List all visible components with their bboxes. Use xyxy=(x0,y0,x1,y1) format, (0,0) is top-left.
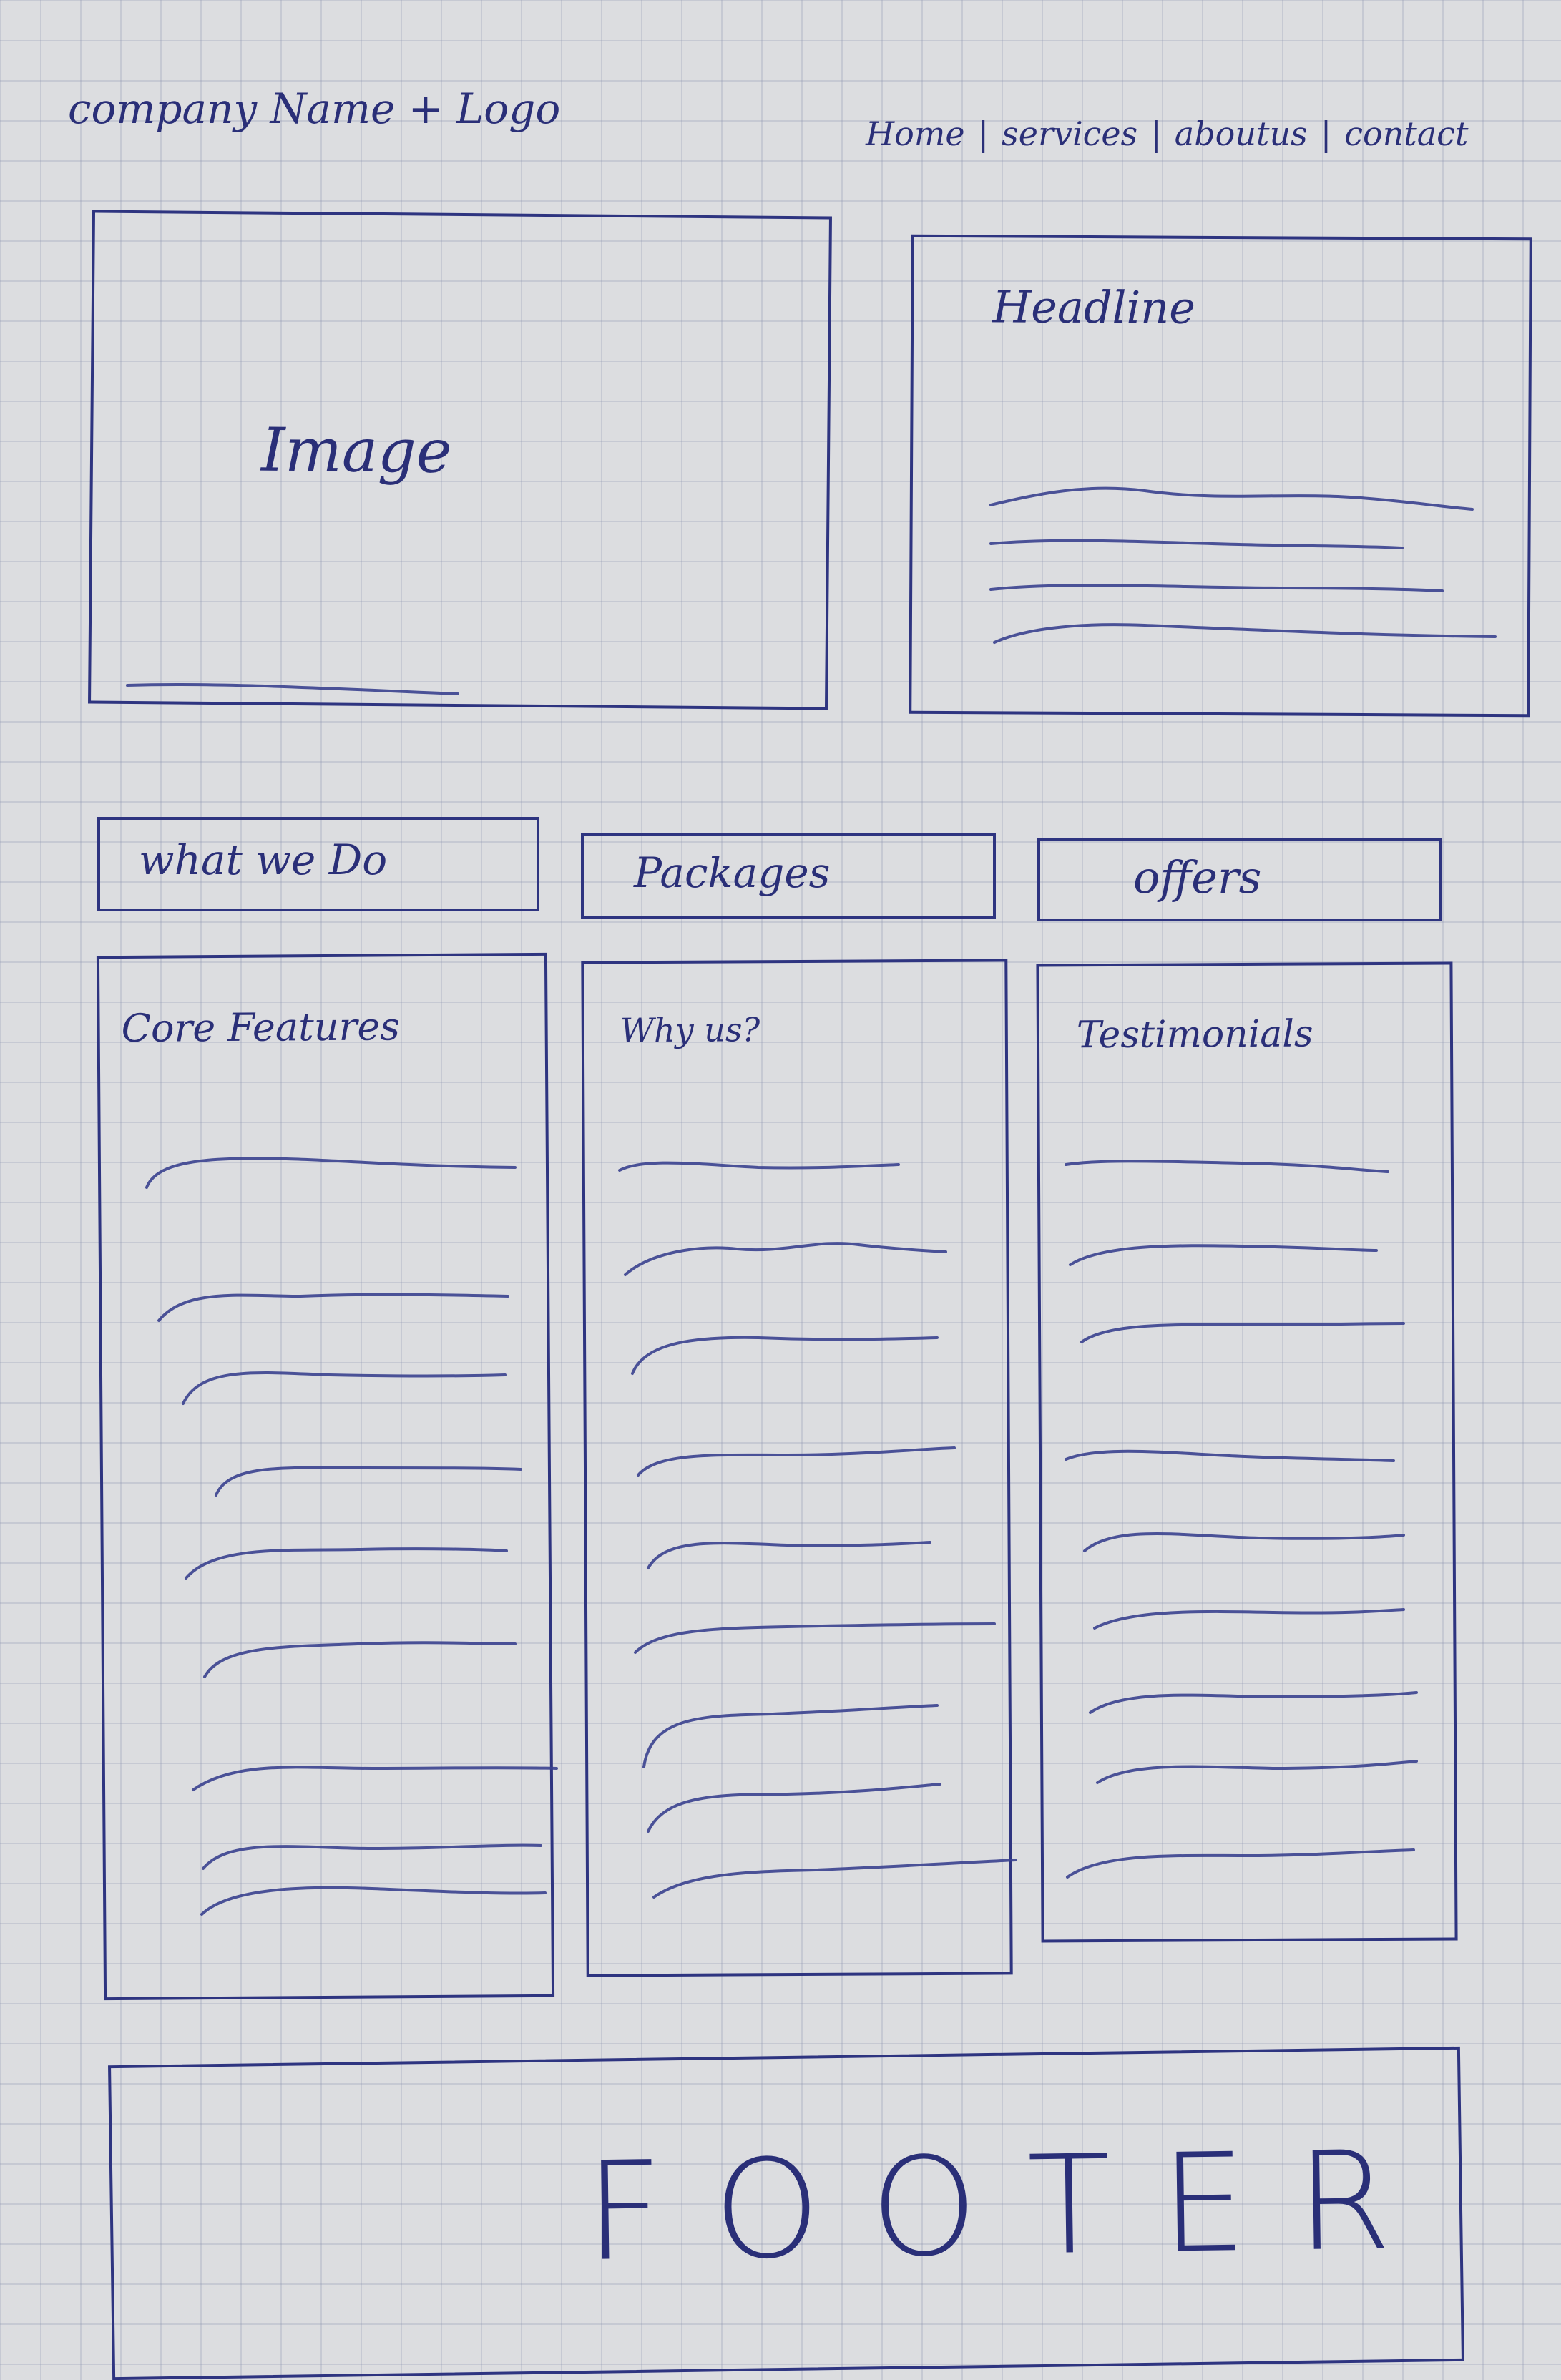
main-nav: Home | services | aboutus | contact xyxy=(866,114,1468,153)
nav-about-us[interactable]: aboutus xyxy=(1174,114,1308,153)
brand-logo-text[interactable]: company Name + Logo xyxy=(68,84,561,133)
tab-label: offers xyxy=(1133,851,1262,903)
nav-contact[interactable]: contact xyxy=(1344,114,1469,153)
column-title: Why us? xyxy=(620,1010,760,1050)
tab-label: what we Do xyxy=(139,836,388,884)
nav-separator: | xyxy=(1150,114,1162,153)
nav-home[interactable]: Home xyxy=(866,114,965,153)
tab-packages[interactable]: Packages xyxy=(581,833,996,919)
core-features-column: Core Features xyxy=(96,952,555,2001)
nav-separator: | xyxy=(977,114,989,153)
nav-separator: | xyxy=(1320,114,1332,153)
nav-services[interactable]: services xyxy=(1002,114,1138,153)
image-label: Image xyxy=(260,414,452,486)
column-title: Core Features xyxy=(121,1004,401,1051)
footer-label: FOOTER xyxy=(584,2121,1442,2291)
column-title: Testimonials xyxy=(1076,1012,1313,1057)
footer: FOOTER xyxy=(108,2046,1464,2380)
headline-text: Headline xyxy=(992,280,1196,334)
hero-image-placeholder: Image xyxy=(88,210,832,710)
tab-what-we-do[interactable]: what we Do xyxy=(97,817,539,911)
tab-offers[interactable]: offers xyxy=(1037,838,1442,921)
headline-box: Headline xyxy=(909,234,1532,718)
tab-label: Packages xyxy=(634,848,831,897)
why-us-column: Why us? xyxy=(581,959,1013,1977)
testimonials-column: Testimonials xyxy=(1036,961,1458,1943)
